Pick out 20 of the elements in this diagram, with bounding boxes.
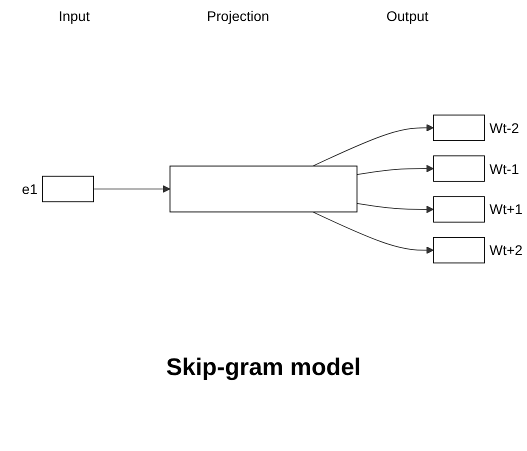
diagram-title: Skip-gram model bbox=[165, 354, 362, 382]
column-heading: Input bbox=[58, 8, 90, 24]
arrow bbox=[356, 203, 434, 214]
node-caption: e1 bbox=[22, 181, 38, 197]
column-heading: Projection bbox=[206, 8, 270, 24]
node-box bbox=[433, 114, 485, 141]
node-box bbox=[42, 176, 94, 202]
node-box bbox=[170, 166, 358, 212]
column-heading: Output bbox=[386, 8, 428, 24]
arrow bbox=[356, 164, 434, 175]
node-caption: Wt+2 bbox=[490, 242, 523, 258]
node-box bbox=[433, 196, 485, 223]
node-caption: Wt-1 bbox=[490, 160, 520, 177]
arrow bbox=[312, 124, 434, 166]
node-box bbox=[433, 237, 485, 264]
node-box bbox=[433, 155, 485, 182]
node-caption: Wt+1 bbox=[490, 201, 523, 218]
arrow bbox=[93, 185, 170, 193]
node-caption: Wt-2 bbox=[490, 120, 520, 136]
arrow bbox=[312, 212, 434, 254]
